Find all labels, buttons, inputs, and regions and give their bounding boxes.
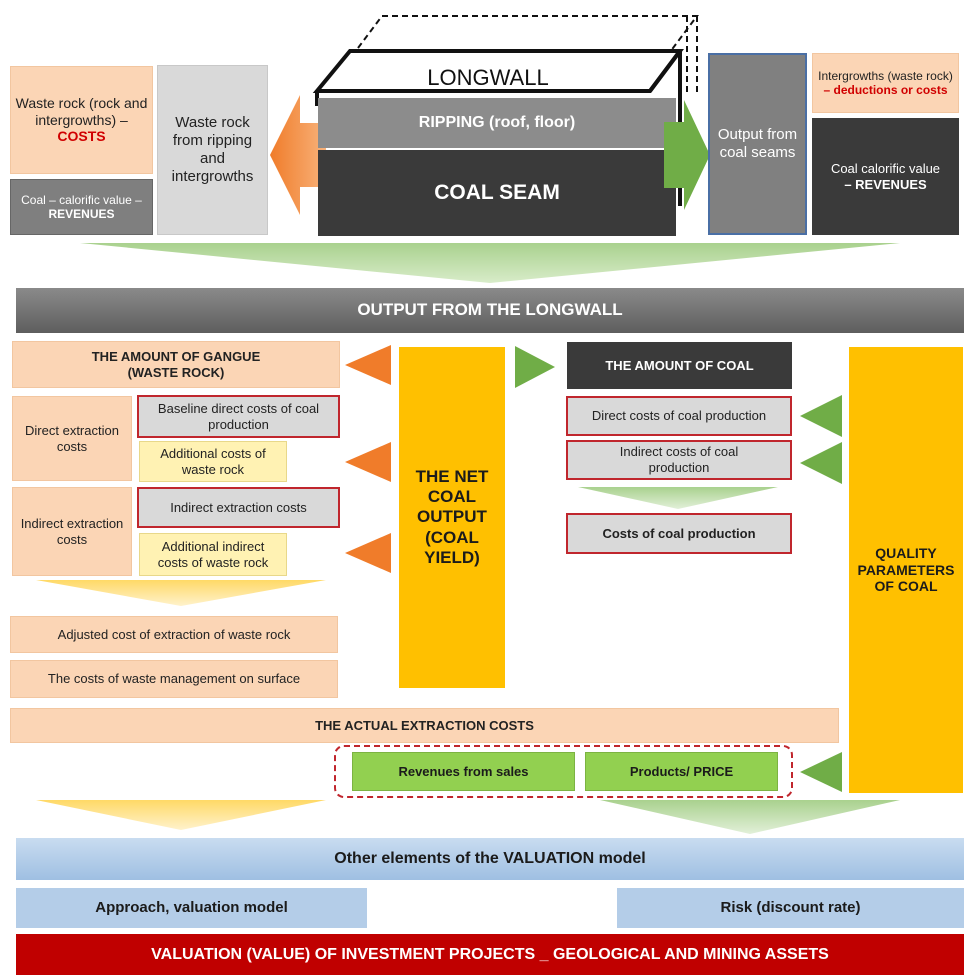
waste-from-ripping-box: Waste rock from ripping and intergrowths <box>157 65 268 235</box>
waste-rock-costs-text: Waste rock (rock and intergrowths) – <box>15 94 148 128</box>
products-price-label: Products/ PRICE <box>629 763 734 779</box>
revenues-from-sales-box: Revenues from sales <box>352 752 575 791</box>
waste-management-costs-box: The costs of waste management on surface <box>10 660 338 698</box>
quality-parameters-label: QUALITY PARAMETERS OF COAL <box>857 544 955 595</box>
waste-management-costs-label: The costs of waste management on surface <box>47 671 301 687</box>
orange-arrow-left-1 <box>345 345 391 385</box>
green-arrow-left-1 <box>800 395 842 437</box>
adjusted-cost-box: Adjusted cost of extraction of waste roc… <box>10 616 338 653</box>
longwall-label-box: LONGWALL <box>318 62 658 94</box>
longwall-outline <box>312 15 699 206</box>
approach-box: Approach, valuation model <box>16 888 367 928</box>
baseline-direct-costs-label: Baseline direct costs of coal production <box>157 400 320 432</box>
actual-extraction-costs-box: THE ACTUAL EXTRACTION COSTS <box>10 708 839 743</box>
approach-label: Approach, valuation model <box>95 899 288 916</box>
coal-calorific-left-box: Coal – calorific value – REVENUES <box>10 179 153 235</box>
costs-label: COSTS <box>57 128 106 145</box>
indirect-extraction-costs-grey-box: Indirect extraction costs <box>137 487 340 528</box>
indirect-costs-coal-box: Indirect costs of coal production <box>566 440 792 480</box>
coal-seam-label: COAL SEAM <box>434 181 560 205</box>
coal-calorific-right-box: Coal calorific value – REVENUES <box>812 118 959 235</box>
valuation-banner: VALUATION (VALUE) OF INVESTMENT PROJECTS… <box>16 934 964 975</box>
longwall-label: LONGWALL <box>427 64 549 90</box>
products-price-box: Products/ PRICE <box>585 752 778 791</box>
indirect-extraction-costs-label: Indirect extraction costs <box>20 515 124 547</box>
amount-gangue-label: THE AMOUNT OF GANGUE (WASTE ROCK) <box>91 348 261 380</box>
green-arrow-right-mid <box>515 346 555 388</box>
deductions-label: – deductions or costs <box>823 83 948 97</box>
yellow-chevron-down-bottom <box>36 800 326 830</box>
amount-coal-label: THE AMOUNT OF COAL <box>605 357 754 373</box>
coal-seam-box: COAL SEAM <box>318 150 676 236</box>
intergrowths-box: Intergrowths (waste rock) – deductions o… <box>812 53 959 113</box>
orange-arrow-left-3 <box>345 533 391 573</box>
ripping-label: RIPPING (roof, floor) <box>418 114 576 132</box>
costs-coal-production-label: Costs of coal production <box>602 525 756 541</box>
additional-costs-waste-label: Additional costs of waste rock <box>160 445 266 477</box>
other-elements-box: Other elements of the VALUATION model <box>16 838 964 880</box>
green-chevron-down-top <box>80 243 900 283</box>
ripping-box: RIPPING (roof, floor) <box>318 98 676 148</box>
coal-calorific-right-text: Coal calorific value <box>830 160 941 176</box>
revenues-group-outline <box>334 745 793 798</box>
output-longwall-banner: OUTPUT FROM THE LONGWALL <box>16 288 964 333</box>
quality-parameters-pillar: QUALITY PARAMETERS OF COAL <box>849 347 963 793</box>
indirect-extraction-costs-box: Indirect extraction costs <box>12 487 132 576</box>
green-chevron-down-right <box>578 487 778 509</box>
coal-calorific-left-text: Coal – calorific value – <box>21 192 142 207</box>
green-chevron-down-bottom <box>600 800 900 834</box>
direct-costs-coal-box: Direct costs of coal production <box>566 396 792 436</box>
additional-costs-waste-box: Additional costs of waste rock <box>139 441 287 482</box>
green-arrow-right-top <box>664 100 710 210</box>
intergrowths-text: Intergrowths (waste rock) <box>818 68 953 83</box>
waste-from-ripping-text: Waste rock from ripping and intergrowths <box>171 114 254 185</box>
actual-extraction-costs-label: THE ACTUAL EXTRACTION COSTS <box>315 717 534 733</box>
coal-calorific-right-revenues: – REVENUES <box>844 176 927 192</box>
indirect-extraction-costs-grey-label: Indirect extraction costs <box>170 499 307 515</box>
risk-label: Risk (discount rate) <box>720 899 861 916</box>
coal-calorific-left-revenues: REVENUES <box>48 207 115 221</box>
valuation-banner-label: VALUATION (VALUE) OF INVESTMENT PROJECTS… <box>151 945 829 963</box>
output-longwall-label: OUTPUT FROM THE LONGWALL <box>357 300 623 320</box>
direct-costs-coal-label: Direct costs of coal production <box>591 408 767 424</box>
revenues-from-sales-label: Revenues from sales <box>398 763 529 779</box>
risk-box: Risk (discount rate) <box>617 888 964 928</box>
orange-arrow-left-top <box>270 95 326 215</box>
orange-arrow-left-2 <box>345 442 391 482</box>
amount-gangue-box: THE AMOUNT OF GANGUE (WASTE ROCK) <box>12 341 340 388</box>
yellow-chevron-down-left <box>36 580 326 606</box>
output-coal-seams-box: Output from coal seams <box>708 53 807 235</box>
other-elements-label: Other elements of the VALUATION model <box>334 850 646 868</box>
net-coal-output-label: THE NET COAL OUTPUT (COAL YIELD) <box>415 466 489 568</box>
amount-coal-box: THE AMOUNT OF COAL <box>567 342 792 389</box>
output-coal-seams-text: Output from coal seams <box>717 126 798 161</box>
green-arrow-left-3 <box>800 752 842 792</box>
additional-indirect-costs-label: Additional indirect costs of waste rock <box>157 538 269 570</box>
indirect-costs-coal-label: Indirect costs of coal production <box>619 444 739 475</box>
costs-coal-production-box: Costs of coal production <box>566 513 792 554</box>
additional-indirect-costs-box: Additional indirect costs of waste rock <box>139 533 287 576</box>
adjusted-cost-label: Adjusted cost of extraction of waste roc… <box>57 626 291 642</box>
waste-rock-costs-box: Waste rock (rock and intergrowths) – COS… <box>10 66 153 174</box>
net-coal-output-pillar: THE NET COAL OUTPUT (COAL YIELD) <box>399 347 505 688</box>
baseline-direct-costs-box: Baseline direct costs of coal production <box>137 395 340 438</box>
direct-extraction-costs-box: Direct extraction costs <box>12 396 132 481</box>
direct-extraction-costs-label: Direct extraction costs <box>25 422 119 454</box>
green-arrow-left-2 <box>800 442 842 484</box>
